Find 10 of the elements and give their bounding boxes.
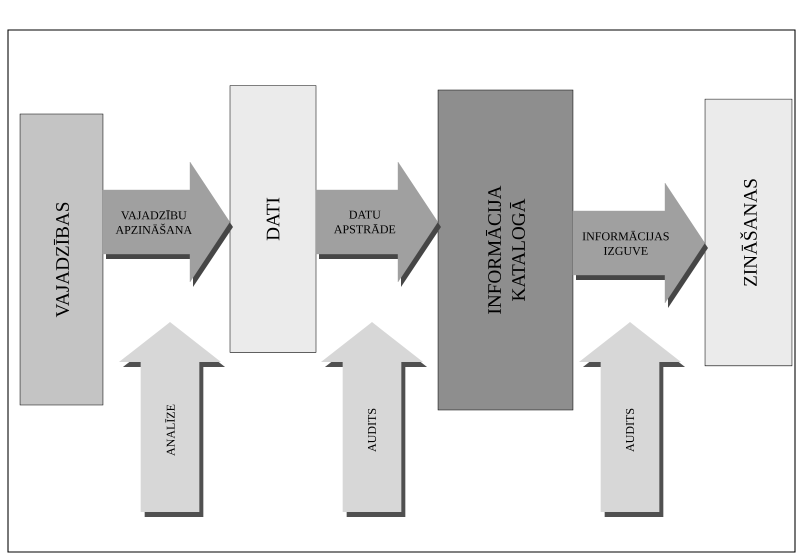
arrow-label: AUDITS (626, 408, 634, 452)
arrow-label: AUDITS (368, 408, 376, 452)
edge-label: DATU APSTRĀDE (334, 210, 396, 234)
process-box: INFORMĀCIJA KATALOGĀ (438, 90, 574, 410)
process-box: ZINĀŠANAS (704, 98, 792, 366)
edge-label: VAJADZĪBU APZINĀŠANA (116, 210, 192, 234)
arrow-label: ANALĪZE (165, 404, 175, 456)
process-box: VAJADZĪBAS (20, 114, 104, 406)
process-box: DATI (230, 85, 316, 353)
edge-label: INFORMĀCIJAS IZGUVE (582, 230, 669, 256)
